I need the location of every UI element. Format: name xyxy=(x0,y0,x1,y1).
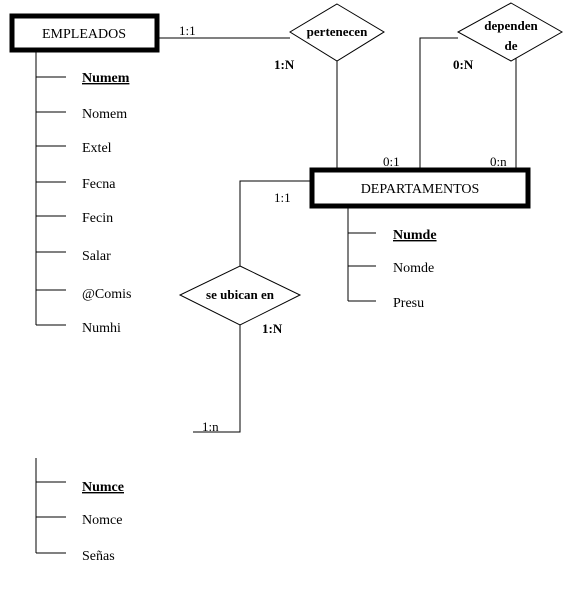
cardinality-ubican-n: 1:N xyxy=(262,321,283,336)
relationship-pertenecen-label: pertenecen xyxy=(307,24,368,39)
cardinality-ubican-one: 1:1 xyxy=(274,190,291,205)
attribute-nomde: Nomde xyxy=(393,261,434,276)
entity-empleados: EMPLEADOS xyxy=(9,13,160,53)
cardinality-dept-right: 0:n xyxy=(490,154,507,169)
attribute-salar: Salar xyxy=(82,249,111,264)
cardinality-labels: 1:1 1:N 0:N 0:1 0:n 1:1 1:N 1:n xyxy=(179,23,507,434)
entity-departamentos: DEPARTAMENTOS xyxy=(309,167,531,209)
attribute-comis: @Comis xyxy=(82,287,131,302)
entity-empleados-label: EMPLEADOS xyxy=(42,27,126,42)
relationship-se-ubican-en: se ubican en xyxy=(178,265,302,326)
departamentos-attributes: Numde Nomde Presu xyxy=(393,228,437,311)
centros-attributes: Numce Nomce Señas xyxy=(82,480,124,564)
cardinality-centros-n: 1:n xyxy=(202,419,219,434)
attribute-senas: Señas xyxy=(82,549,115,564)
departamentos-attribute-tree xyxy=(347,206,376,302)
attribute-presu: Presu xyxy=(393,296,424,311)
attribute-nomce: Nomce xyxy=(82,513,122,528)
relationship-dependen-de: dependen de xyxy=(456,2,564,62)
relationship-ubican-label: se ubican en xyxy=(206,287,275,302)
cardinality-dependen-n: 0:N xyxy=(453,57,474,72)
relationship-dependen-label-1: dependen xyxy=(484,18,538,33)
cardinality-pertenecen-n: 1:N xyxy=(274,57,295,72)
attribute-nomem: Nomem xyxy=(82,107,127,122)
attribute-numhi: Numhi xyxy=(82,321,121,336)
connector-lines xyxy=(157,37,517,433)
relationship-pertenecen: pertenecen xyxy=(289,3,385,62)
attribute-fecna: Fecna xyxy=(82,177,116,192)
attribute-key-numce: Numce xyxy=(82,480,124,495)
attribute-extel: Extel xyxy=(82,141,112,156)
empleados-attribute-tree xyxy=(35,50,66,326)
cardinality-empleados-pertenecen: 1:1 xyxy=(179,23,196,38)
cardinality-dept-left: 0:1 xyxy=(383,154,400,169)
empleados-attributes: Numem Nomem Extel Fecna Fecin Salar @Com… xyxy=(82,71,131,336)
attribute-key-numde: Numde xyxy=(393,228,437,243)
relationship-dependen-label-2: de xyxy=(505,38,518,53)
centros-attribute-tree xyxy=(35,458,66,554)
entity-departamentos-label: DEPARTAMENTOS xyxy=(361,182,480,197)
attribute-key-numem: Numem xyxy=(82,71,130,86)
attribute-fecin: Fecin xyxy=(82,211,113,226)
